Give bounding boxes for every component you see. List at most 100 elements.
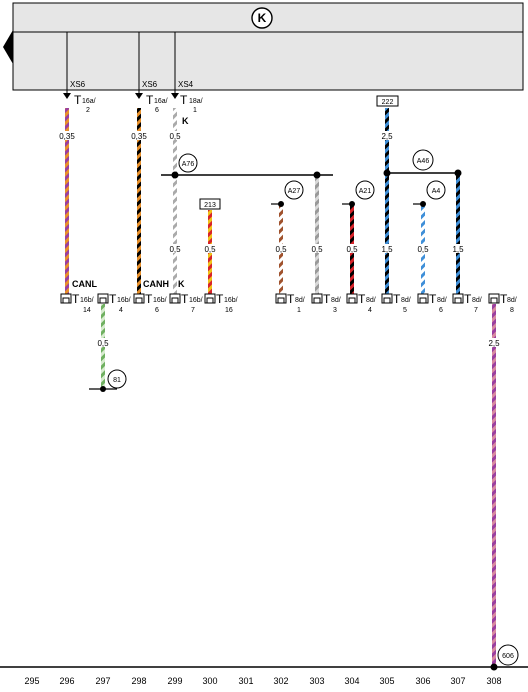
conn-303-sub: 8d/ (331, 297, 341, 304)
circle-a27-label: A27 (288, 188, 301, 195)
box-213 (199, 198, 221, 210)
top-pin-3-conn: T (180, 93, 188, 107)
top-pin-3-pin: 1 (193, 107, 197, 114)
box-222 (376, 95, 399, 107)
top-pin-2-harness: XS6 (142, 80, 158, 89)
junction-dot-299 (171, 171, 179, 179)
size-306: 0,5 (417, 245, 429, 254)
size-305-top: 2,5 (381, 132, 393, 141)
track-296: 296 (59, 676, 74, 686)
circle-a21-label: A21 (359, 188, 372, 195)
drop-arrow-2-icon (135, 93, 143, 99)
track-299: 299 (167, 676, 182, 686)
track-numbers: 295 296 297 298 299 300 301 302 303 304 … (24, 676, 501, 686)
junction-dot-81 (100, 386, 106, 392)
conn-298-prefix: T (145, 292, 153, 306)
junction-dot-303 (313, 171, 321, 179)
signal-canh: CANH (143, 279, 169, 289)
wire-308 (492, 304, 496, 666)
connector-300: T 16b/ 16 (204, 292, 238, 314)
conn-302-pin: 1 (297, 307, 301, 314)
unit-frame-bottom (12, 31, 524, 91)
connector-296: T 16b/ 14 (60, 292, 94, 314)
circle-a21 (355, 180, 375, 200)
top-pin-2-sub: 16a/ (154, 98, 168, 105)
wire-296 (65, 108, 69, 294)
track-308: 308 (486, 676, 501, 686)
top-pin-1-sub: 16a/ (82, 98, 96, 105)
size-304: 0,5 (346, 245, 358, 254)
frame-arrow-icon (3, 30, 13, 64)
junction-dot-307 (454, 169, 462, 177)
track-304: 304 (344, 676, 359, 686)
circle-a76 (178, 153, 198, 173)
size-299-top: 0,5 (169, 132, 181, 141)
conn-296-sub: 16b/ (80, 297, 94, 304)
wire-303 (315, 175, 319, 294)
connector-298: T 16b/ 6 (133, 292, 167, 314)
circle-a4-label: A4 (432, 188, 441, 195)
track-303: 303 (309, 676, 324, 686)
conn-307-sub: 8d/ (472, 297, 482, 304)
wire-299 (173, 108, 177, 294)
size-300: 0,5 (204, 245, 216, 254)
conn-306-pin: 6 (439, 307, 443, 314)
circle-a27 (284, 180, 304, 200)
track-300: 300 (202, 676, 217, 686)
top-pin-3-harness: XS4 (178, 80, 194, 89)
connector-307: T 8d/ 7 (452, 292, 482, 314)
top-pin-1-harness: XS6 (70, 80, 86, 89)
circle-a4 (426, 180, 446, 200)
conn-297-sub: 16b/ (117, 297, 131, 304)
conn-307-prefix: T (464, 292, 472, 306)
connector-297: T 16b/ 4 (97, 292, 131, 314)
bus-symbol-circle (251, 7, 273, 29)
wire-298 (137, 108, 141, 294)
connector-306: T 8d/ 6 (417, 292, 447, 314)
signal-canl: CANL (72, 279, 97, 289)
top-pin-3-wire-label: K (182, 116, 189, 126)
track-298: 298 (131, 676, 146, 686)
size-298: 0,35 (131, 132, 147, 141)
drop-arrow-1-icon (63, 93, 71, 99)
circle-81 (107, 369, 127, 389)
wire-305 (385, 108, 389, 294)
track-301: 301 (238, 676, 253, 686)
conn-302-prefix: T (287, 292, 295, 306)
circle-606-label: 606 (502, 653, 514, 660)
conn-308-prefix: T (500, 292, 508, 306)
conn-298-pin: 6 (155, 307, 159, 314)
circle-606 (497, 644, 519, 666)
connector-308: T 8d/ 8 (488, 292, 517, 314)
box-213-label: 213 (204, 202, 216, 209)
junction-dot-305 (383, 169, 391, 177)
conn-299-prefix: T (181, 292, 189, 306)
size-305: 1,5 (381, 245, 393, 254)
top-pin-2-pin: 6 (155, 107, 159, 114)
conn-299-pin: 7 (191, 307, 195, 314)
conn-308-sub: 8d/ (507, 297, 517, 304)
circle-a46 (412, 149, 434, 171)
conn-306-prefix: T (429, 292, 437, 306)
conn-305-sub: 8d/ (401, 297, 411, 304)
connector-305: T 8d/ 5 (381, 292, 411, 314)
size-299: 0,5 (169, 245, 181, 254)
conn-300-pin: 16 (225, 307, 233, 314)
box-222-label: 222 (382, 99, 394, 106)
circle-81-label: 81 (113, 377, 121, 384)
junction-dot-606 (490, 663, 498, 671)
top-pin-1-pin: 2 (86, 107, 90, 114)
wire-size-labels: 0,35 0,35 0,5 2,5 0,5 0,5 0,5 0,5 0,5 1,… (57, 131, 503, 348)
drop-arrow-3-icon (171, 93, 179, 99)
conn-303-prefix: T (323, 292, 331, 306)
conn-300-prefix: T (216, 292, 224, 306)
conn-304-prefix: T (358, 292, 366, 306)
conn-300-sub: 16b/ (224, 297, 238, 304)
connector-303: T 8d/ 3 (311, 292, 341, 314)
connector-302: T 8d/ 1 (275, 292, 305, 314)
conn-296-prefix: T (72, 292, 80, 306)
top-pin-2-conn: T (146, 93, 154, 107)
connector-304: T 8d/ 4 (346, 292, 376, 314)
size-307: 1,5 (452, 245, 464, 254)
